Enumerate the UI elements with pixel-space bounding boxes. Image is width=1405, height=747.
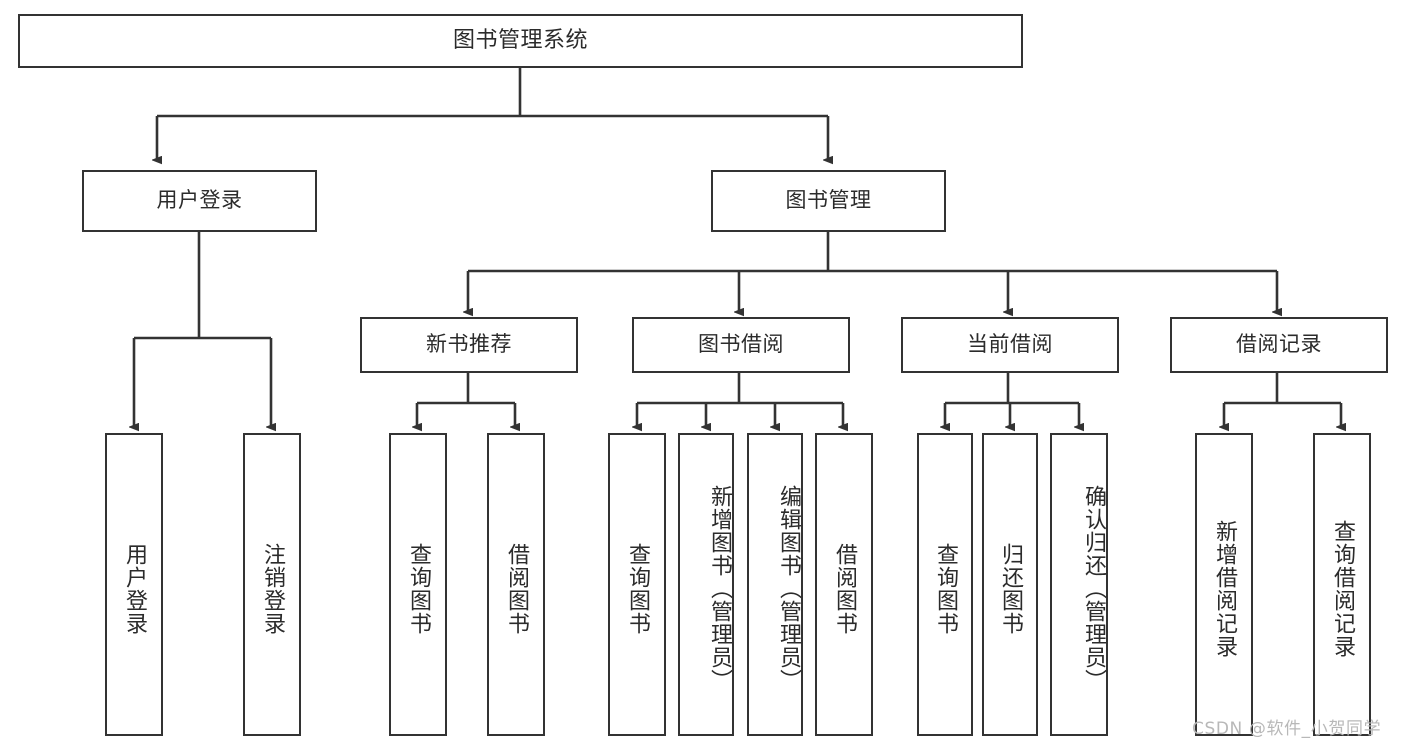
- node-book-manage[interactable]: 图书管理: [711, 170, 946, 232]
- connector-book-manage: [468, 232, 1277, 312]
- node-leaf-query-book-recommend[interactable]: 查询图书: [389, 433, 447, 736]
- node-leaf-edit-book[interactable]: 编辑图书（管理员）: [747, 433, 803, 736]
- node-user-login[interactable]: 用户登录: [82, 170, 317, 232]
- node-leaf-add-book[interactable]: 新增图书（管理员）: [678, 433, 734, 736]
- node-current-borrow[interactable]: 当前借阅: [901, 317, 1119, 373]
- connector-current-borrow: [945, 373, 1079, 427]
- node-borrow-record[interactable]: 借阅记录: [1170, 317, 1388, 373]
- node-leaf-user-login[interactable]: 用户登录: [105, 433, 163, 736]
- node-leaf-borrow-book-recommend[interactable]: 借阅图书: [487, 433, 545, 736]
- node-leaf-query-book-current[interactable]: 查询图书: [917, 433, 973, 736]
- node-leaf-logout-login[interactable]: 注销登录: [243, 433, 301, 736]
- node-leaf-confirm-return[interactable]: 确认归还（管理员）: [1050, 433, 1108, 736]
- node-new-book-recommend[interactable]: 新书推荐: [360, 317, 578, 373]
- csdn-watermark: CSDN @软件_小贺同学: [1192, 719, 1382, 739]
- node-leaf-return-book[interactable]: 归还图书: [982, 433, 1038, 736]
- connector-user-login: [134, 232, 271, 427]
- node-leaf-borrow-book-borrow[interactable]: 借阅图书: [815, 433, 873, 736]
- node-leaf-query-borrow-record[interactable]: 查询借阅记录: [1313, 433, 1371, 736]
- connector-borrow-record: [1224, 373, 1341, 427]
- connector-new-book-recommend: [417, 373, 515, 427]
- connector-root-stem: [157, 68, 828, 160]
- node-root-system[interactable]: 图书管理系统: [18, 14, 1023, 68]
- node-leaf-query-book-borrow[interactable]: 查询图书: [608, 433, 666, 736]
- node-leaf-add-borrow-record[interactable]: 新增借阅记录: [1195, 433, 1253, 736]
- connector-book-borrow: [637, 373, 843, 427]
- node-book-borrow[interactable]: 图书借阅: [632, 317, 850, 373]
